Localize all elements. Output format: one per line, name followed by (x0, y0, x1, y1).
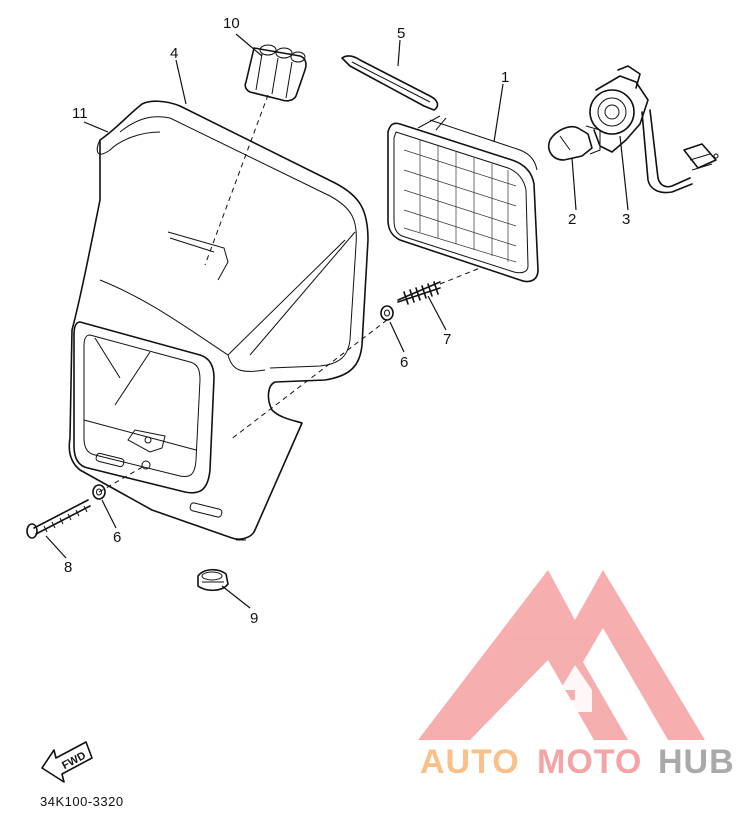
watermark-text: AUTO MOTO HUB (420, 743, 735, 781)
nut-upper (380, 305, 394, 321)
forward-arrow-icon: FWD (41, 741, 93, 783)
watermark-auto: AUTO (420, 743, 520, 781)
adjusting-spring (397, 281, 441, 305)
grommet (197, 568, 229, 592)
callout-7: 7 (443, 331, 451, 348)
watermark-hub: HUB (658, 743, 735, 781)
watermark-moto: MOTO (537, 743, 642, 781)
callout-6-lower: 6 (113, 529, 121, 546)
callout-9: 9 (250, 610, 258, 627)
rubber-grommet (244, 44, 307, 102)
mounting-screw (26, 499, 91, 539)
callout-4: 4 (170, 45, 178, 62)
callout-3: 3 (622, 211, 630, 228)
rim-strip (341, 55, 439, 111)
callout-5: 5 (397, 25, 405, 42)
headlight-unit (387, 115, 539, 283)
headlight-cowling (68, 100, 369, 541)
callout-1: 1 (501, 69, 509, 86)
headlight-bulb (548, 125, 601, 161)
callout-11: 11 (72, 105, 88, 122)
callout-labels: 10 4 5 11 1 2 3 6 7 6 8 9 (64, 15, 630, 627)
assembly-lines (98, 94, 481, 493)
diagram-code: 34K100-3320 (40, 794, 124, 809)
watermark-logo (418, 570, 705, 740)
callout-2: 2 (568, 211, 576, 228)
callout-8: 8 (64, 559, 72, 576)
leader-lines (45, 33, 629, 609)
callout-10: 10 (223, 15, 240, 32)
nut-lower (92, 484, 106, 500)
callout-6-upper: 6 (400, 354, 408, 371)
bulb-socket (589, 65, 719, 194)
